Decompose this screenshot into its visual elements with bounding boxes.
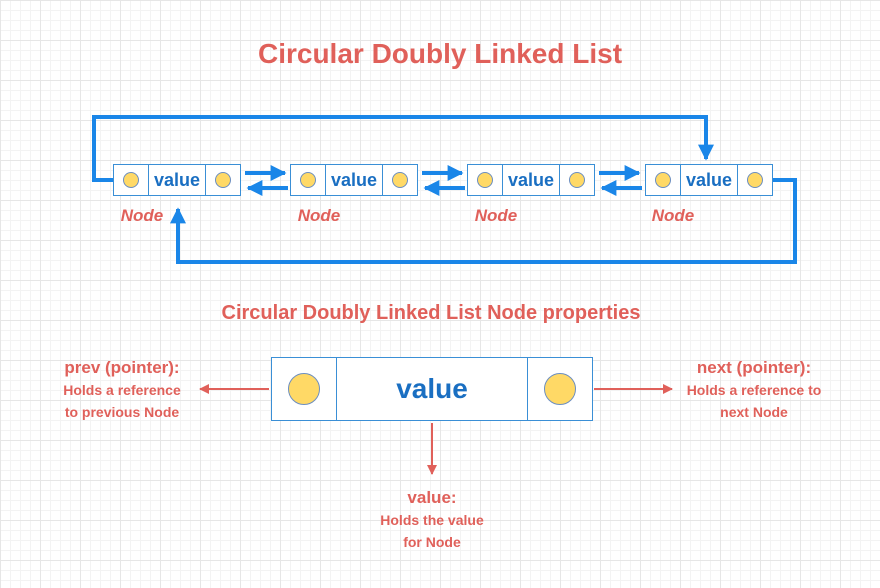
prev-pointer-dot — [300, 172, 316, 188]
next-line-2: next Node — [720, 404, 788, 420]
next-pointer-dot — [392, 172, 408, 188]
next-pointer-dot — [569, 172, 585, 188]
prev-pointer-cell — [114, 165, 149, 195]
wrap-arrow-top — [92, 115, 714, 182]
wrap-arrow-bottom — [170, 178, 797, 264]
next-heading: next (pointer): — [696, 358, 812, 377]
value-heading: value: — [407, 488, 457, 507]
prev-pointer-dot — [123, 172, 139, 188]
next-pointer-cell — [737, 165, 772, 195]
detail-node: value — [271, 357, 593, 421]
node-label: Node — [120, 206, 164, 225]
node-label: Node — [474, 206, 518, 225]
next-description: next (pointer): Holds a reference to nex… — [664, 357, 844, 423]
value-line-2: for Node — [403, 534, 461, 550]
list-node-1: value — [113, 164, 241, 196]
node-value: value — [330, 169, 378, 190]
prev-pointer-dot — [477, 172, 493, 188]
node-value: value — [153, 169, 201, 190]
prev-pointer-dot — [655, 172, 671, 188]
node-label: Node — [651, 206, 695, 225]
node-value: value — [685, 169, 733, 190]
next-pointer-dot — [747, 172, 763, 188]
node-value: value — [507, 169, 555, 190]
detail-node-value: value — [396, 373, 468, 404]
prev-pointer-cell — [291, 165, 326, 195]
list-node-4: value — [645, 164, 773, 196]
prev-pointer-cell — [646, 165, 681, 195]
value-line-1: Holds the value — [380, 512, 484, 528]
prev-line-1: Holds a reference — [63, 382, 181, 398]
section-subtitle: Circular Doubly Linked List Node propert… — [221, 302, 641, 324]
detail-next-dot — [544, 373, 576, 405]
list-node-2: value — [290, 164, 418, 196]
prev-pointer-cell — [468, 165, 503, 195]
detail-prev-dot — [288, 373, 320, 405]
prev-description: prev (pointer): Holds a reference to pre… — [22, 357, 222, 423]
next-pointer-dot — [215, 172, 231, 188]
prev-heading: prev (pointer): — [64, 358, 180, 377]
next-line-1: Holds a reference to — [686, 382, 822, 398]
value-description: value: Holds the value for Node — [347, 487, 517, 553]
list-node-3: value — [467, 164, 595, 196]
detail-prev-cell — [272, 358, 337, 420]
prev-line-2: to previous Node — [64, 404, 180, 420]
detail-next-cell — [527, 358, 592, 420]
next-pointer-cell — [205, 165, 240, 195]
diagram-title: Circular Doubly Linked List — [257, 38, 623, 69]
next-pointer-cell — [559, 165, 594, 195]
next-pointer-cell — [382, 165, 417, 195]
node-label: Node — [297, 206, 341, 225]
